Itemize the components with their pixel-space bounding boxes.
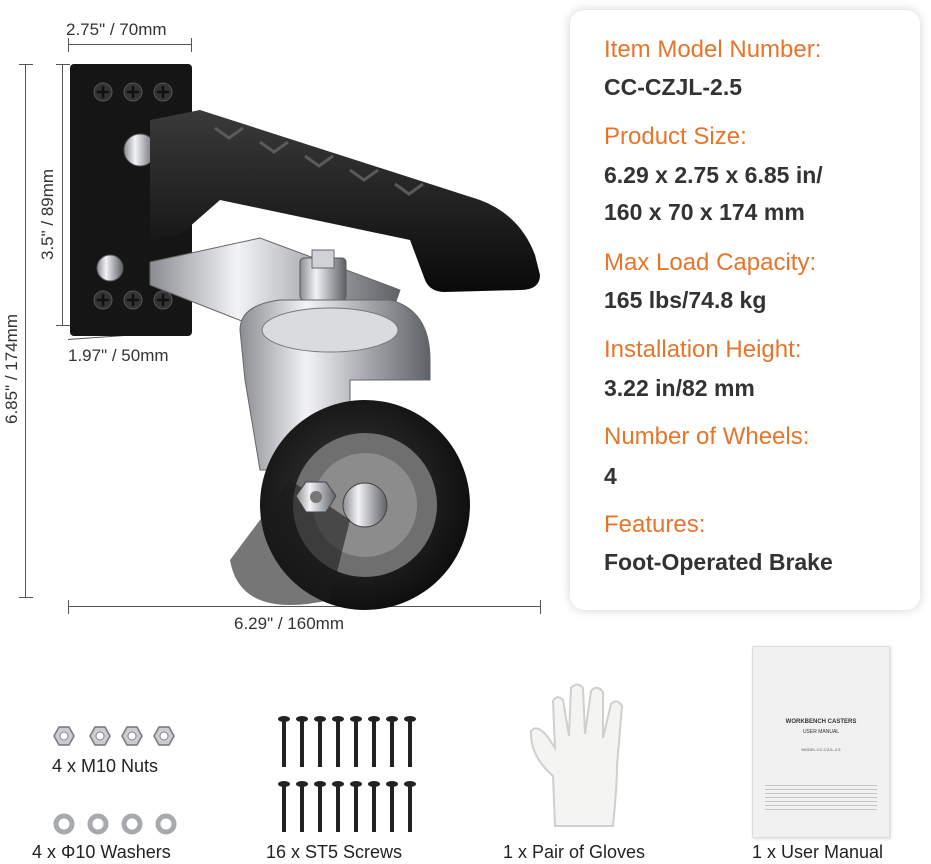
dim-plate-height-tick-b — [56, 325, 70, 326]
manual-cover-title: WORKBENCH CASTERS — [785, 719, 857, 725]
dim-total-length-tick-l — [68, 600, 69, 614]
dim-total-height-tick-t — [19, 64, 33, 65]
spec-model-value: CC-CZJL-2.5 — [604, 74, 743, 100]
nuts-icon — [53, 726, 175, 746]
spec-wheels-label: Number of Wheels: — [604, 423, 810, 450]
dim-total-length-tick-r — [540, 600, 541, 614]
spec-features-label: Features: — [604, 511, 706, 538]
spec-height-value: 3.22 in/82 mm — [604, 375, 755, 401]
spec-size-value-metric: 160 x 70 x 174 mm — [604, 199, 805, 225]
nuts-label: 4 x M10 Nuts — [52, 756, 159, 776]
manual-illustration: WORKBENCH CASTERS USER MANUAL MODEL:CC-C… — [752, 646, 890, 838]
dim-total-height-line — [25, 64, 26, 598]
dim-top-width-tick-r — [191, 38, 192, 52]
dim-total-height-tick-b — [19, 597, 33, 598]
manual-cover-model: MODEL:CC-CZJL-2.5 — [801, 747, 841, 752]
spec-height-label: Installation Height: — [604, 336, 802, 363]
manual-cover-subtitle: USER MANUAL — [802, 729, 840, 735]
dim-top-width: 2.75" / 70mm — [66, 20, 167, 39]
spec-load-value: 165 lbs/74.8 kg — [604, 287, 767, 313]
spec-model-label: Item Model Number: — [604, 36, 822, 63]
dim-top-width-tick-l — [68, 38, 69, 52]
manual-fine-print — [765, 785, 877, 811]
screws-label: 16 x ST5 Screws — [266, 842, 403, 862]
caster-illustration — [70, 64, 540, 610]
washers-icon — [53, 813, 177, 835]
spec-size-label: Product Size: — [604, 123, 747, 150]
spec-features-value: Foot-Operated Brake — [604, 549, 833, 575]
gloves-label: 1 x Pair of Gloves — [503, 842, 646, 862]
dim-plate-height-tick-t — [56, 64, 70, 65]
bolt-lower — [96, 254, 124, 282]
spec-card: Item Model Number: CC-CZJL-2.5 Product S… — [570, 10, 920, 610]
spec-load-label: Max Load Capacity: — [604, 249, 817, 276]
dim-plate-height-line — [62, 64, 63, 326]
brake-pedal — [150, 110, 540, 292]
dim-plate-width: 1.97" / 50mm — [68, 346, 169, 365]
dim-top-width-line — [68, 44, 192, 45]
washers-label: 4 x Φ10 Washers — [32, 842, 171, 862]
screws-icon — [278, 716, 416, 832]
gloves-icon — [529, 683, 624, 827]
spec-wheels-value: 4 — [604, 463, 617, 489]
dim-total-length: 6.29" / 160mm — [234, 614, 344, 633]
manual-label: 1 x User Manual — [752, 842, 884, 862]
dim-total-length-line — [68, 606, 540, 607]
spec-size-value: 6.29 x 2.75 x 6.85 in/ — [604, 162, 823, 188]
